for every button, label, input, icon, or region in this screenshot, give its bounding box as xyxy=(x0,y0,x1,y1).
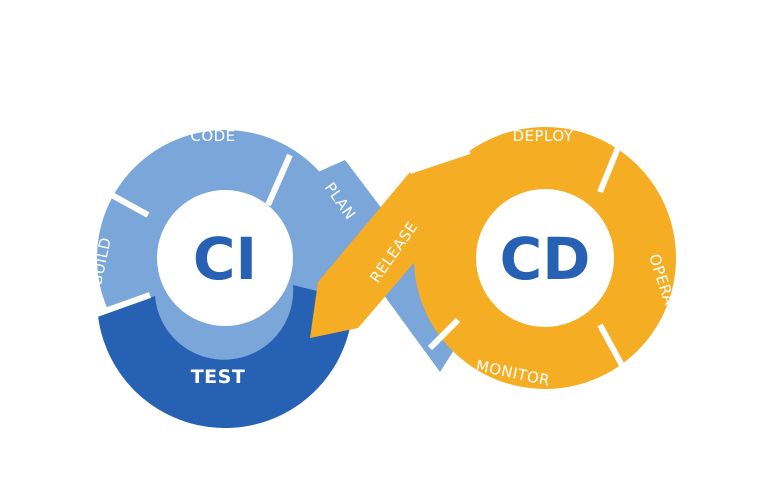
cd-hub-label: CD xyxy=(500,225,591,293)
stage-label-deploy: DEPLOY xyxy=(512,127,573,145)
cd-ring xyxy=(414,127,676,389)
stage-label-code: CODE xyxy=(190,127,235,145)
cd-separator xyxy=(427,317,461,351)
ci-test-segment xyxy=(98,285,353,429)
cd-separator xyxy=(597,136,625,194)
ci-separator xyxy=(88,180,150,218)
ci-separator xyxy=(265,153,293,207)
ci-ring xyxy=(97,130,353,386)
cd-hub xyxy=(479,192,611,324)
ci-separator xyxy=(78,292,152,323)
ci-hub xyxy=(159,192,291,324)
stage-label-test: TEST xyxy=(191,366,246,388)
release-band-edge xyxy=(409,150,471,174)
cd-separator xyxy=(597,323,633,382)
release-band-segment xyxy=(310,152,470,338)
ci-hub-label: CI xyxy=(193,225,257,293)
